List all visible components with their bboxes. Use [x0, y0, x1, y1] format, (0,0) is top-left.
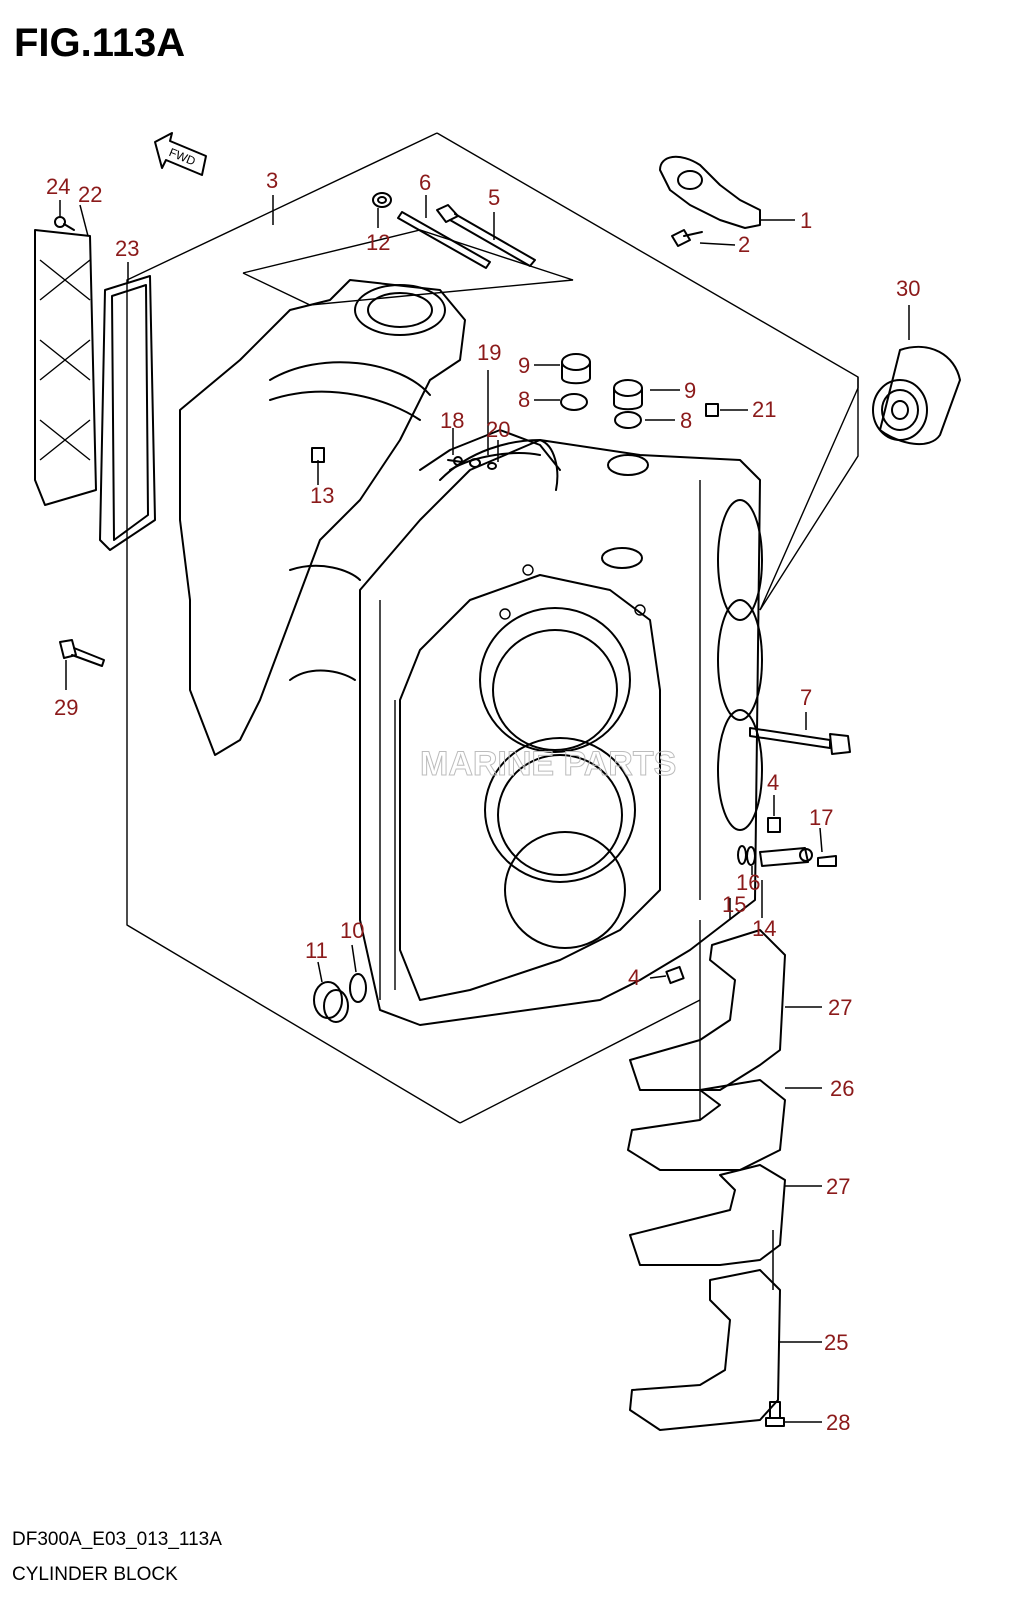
part-26-gasket — [627, 1079, 786, 1171]
callout-labels: 1 2 3 4 4 5 6 7 8 8 9 9 10 11 12 13 14 1… — [46, 168, 920, 1435]
callout-6: 6 — [419, 170, 431, 195]
part-18-bolt — [447, 456, 463, 466]
callout-10: 10 — [340, 918, 364, 943]
callout-4-upper: 4 — [767, 770, 779, 795]
part-24-bolt — [54, 216, 75, 231]
watermark: MARINE PARTS — [420, 745, 676, 783]
block-outline-bottom — [459, 999, 701, 1124]
callout-4-lower: 4 — [628, 965, 640, 990]
part-4-dowel-upper — [767, 817, 781, 833]
figure-title: FIG.113A — [14, 21, 185, 65]
part-30-oil-filter — [872, 345, 961, 446]
callout-5: 5 — [488, 185, 500, 210]
leader-lines — [59, 195, 910, 1423]
callout-11: 11 — [305, 938, 328, 963]
part-9-plug-right — [613, 379, 643, 411]
part-1-bracket — [659, 155, 761, 229]
callout-19: 19 — [477, 340, 501, 365]
part-8-oring-right — [614, 411, 642, 429]
part-22-cover — [34, 229, 97, 506]
part-20-oring — [469, 458, 497, 470]
block-outline — [126, 132, 859, 1124]
callout-27-lower: 27 — [826, 1174, 850, 1199]
part-27-gasket-upper — [629, 929, 786, 1091]
cylinder-block — [359, 429, 763, 1026]
callout-15: 15 — [722, 892, 746, 917]
callout-17: 17 — [809, 805, 833, 830]
callout-30: 30 — [896, 276, 920, 301]
part-17-screw — [817, 855, 837, 867]
part-5-bolt — [436, 204, 536, 267]
callout-9-left: 9 — [518, 353, 530, 378]
figure-caption: CYLINDER BLOCK — [12, 1564, 178, 1585]
callout-23: 23 — [115, 236, 139, 261]
callout-29: 29 — [54, 695, 78, 720]
part-23-gasket — [99, 275, 156, 551]
callout-14: 14 — [752, 916, 776, 941]
callout-2: 2 — [738, 232, 750, 257]
callout-26: 26 — [830, 1076, 854, 1101]
callout-3: 3 — [266, 168, 278, 193]
callout-13: 13 — [310, 483, 334, 508]
part-12-washer — [372, 192, 392, 208]
part-14-sensor — [759, 847, 813, 867]
callout-16: 16 — [736, 870, 760, 895]
callout-20: 20 — [486, 417, 510, 442]
part-25-adapter — [629, 1269, 781, 1431]
part-11-plug — [313, 981, 349, 1023]
part-27-gasket-lower — [629, 1164, 786, 1266]
bracket-lines — [242, 229, 574, 306]
callout-9-right: 9 — [684, 378, 696, 403]
callout-8-right: 8 — [680, 408, 692, 433]
part-9-plug-left — [561, 353, 591, 385]
part-8-oring-left — [560, 393, 588, 411]
part-4-dowel-lower — [665, 965, 685, 985]
callout-18: 18 — [440, 408, 464, 433]
callout-21: 21 — [752, 397, 776, 422]
part-10-oring — [349, 973, 367, 1003]
fwd-label: FWD — [167, 145, 198, 168]
callout-8-left: 8 — [518, 387, 530, 412]
part-15-16-orings — [737, 845, 756, 866]
part-2-bolt — [671, 229, 703, 247]
callout-7: 7 — [800, 685, 812, 710]
callout-27-upper: 27 — [828, 995, 852, 1020]
part-29-bolt — [59, 639, 105, 667]
callout-12: 12 — [366, 230, 390, 255]
cylinder-block-rear — [179, 279, 466, 756]
callout-22: 22 — [78, 182, 102, 207]
part-28-bolt — [765, 1401, 785, 1427]
callout-1: 1 — [800, 208, 812, 233]
figure-code: DF300A_E03_013_113A — [12, 1529, 222, 1550]
part-21-cap — [705, 403, 719, 417]
part-7-bolt — [749, 727, 851, 755]
callout-28: 28 — [826, 1410, 850, 1435]
callout-25: 25 — [824, 1330, 848, 1355]
callout-24: 24 — [46, 174, 70, 199]
fwd-arrow-icon: FWD — [154, 132, 207, 176]
block-outline-right — [759, 377, 859, 611]
part-6-bolt — [397, 211, 491, 269]
